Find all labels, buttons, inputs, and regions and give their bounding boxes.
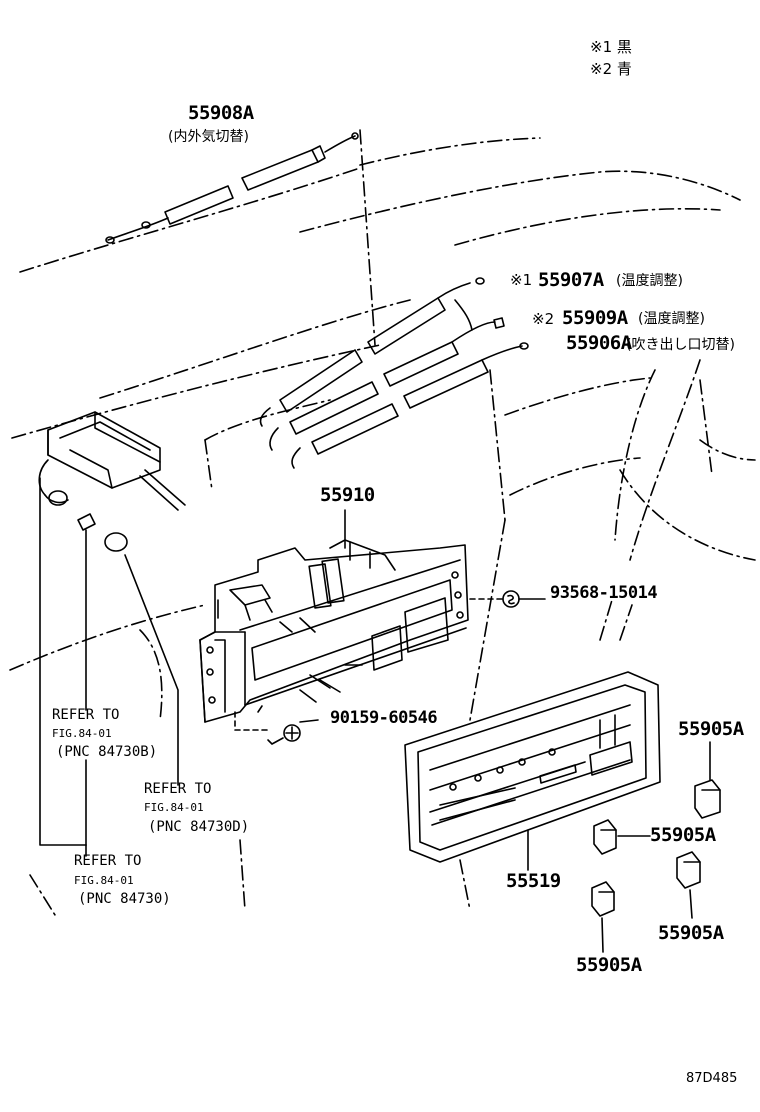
reference-2-line2: FIG.84-01 [144,801,204,814]
part-number-55905A-1: 55905A [678,718,744,740]
part-number-55909A: 55909A [562,307,628,329]
part-number-55905A-2: 55905A [650,824,716,846]
reference-2-line3: (PNC 84730D) [148,819,250,835]
reference-3-line1: REFER TO [74,853,142,869]
knob-55905A-1 [694,741,721,819]
part-mark-55909A: ※2 [532,310,555,328]
part-note-55907A: (温度調整) [616,273,683,289]
actuator [38,411,186,552]
reference-1-line1: REFER TO [52,707,120,723]
part-number-55906A: 55906A [566,332,632,354]
control-assembly [199,539,469,723]
knob-55905A-2 [593,819,651,855]
diagram-code: 87D485 [686,1071,738,1086]
part-number-55907A: 55907A [538,269,604,291]
control-cables [259,277,529,469]
screw-90159 [234,711,319,745]
reference-1-line3: (PNC 84730B) [56,744,158,760]
part-note-55908A: (内外気切替) [168,129,249,145]
legend-black: ※1 黒 [590,38,632,56]
cable-55908A [105,132,359,244]
dashboard-outline [9,129,756,916]
part-number-93568-15014: 93568-15014 [550,583,658,603]
control-panel-55519 [404,671,661,871]
part-note-55909A: (温度調整) [638,311,705,327]
reference-leaders [39,477,179,857]
reference-2-line1: REFER TO [144,781,212,797]
reference-3-line2: FIG.84-01 [74,874,134,887]
part-number-55910: 55910 [320,484,375,506]
part-number-55905A-4: 55905A [576,954,642,976]
reference-1-line2: FIG.84-01 [52,727,112,740]
part-note-55906A: (吹き出し口切替) [626,337,735,353]
legend-blue: ※2 青 [590,60,632,78]
part-mark-55907A: ※1 [510,271,533,289]
knob-55905A-3 [676,851,701,919]
knob-55905A-4 [591,881,615,953]
part-number-55905A-3: 55905A [658,922,724,944]
part-number-90159-60546: 90159-60546 [330,708,438,728]
reference-3-line3: (PNC 84730) [78,891,171,907]
part-number-55519: 55519 [506,870,561,892]
part-number-55908A: 55908A [188,102,254,124]
clip-93568 [469,590,546,608]
